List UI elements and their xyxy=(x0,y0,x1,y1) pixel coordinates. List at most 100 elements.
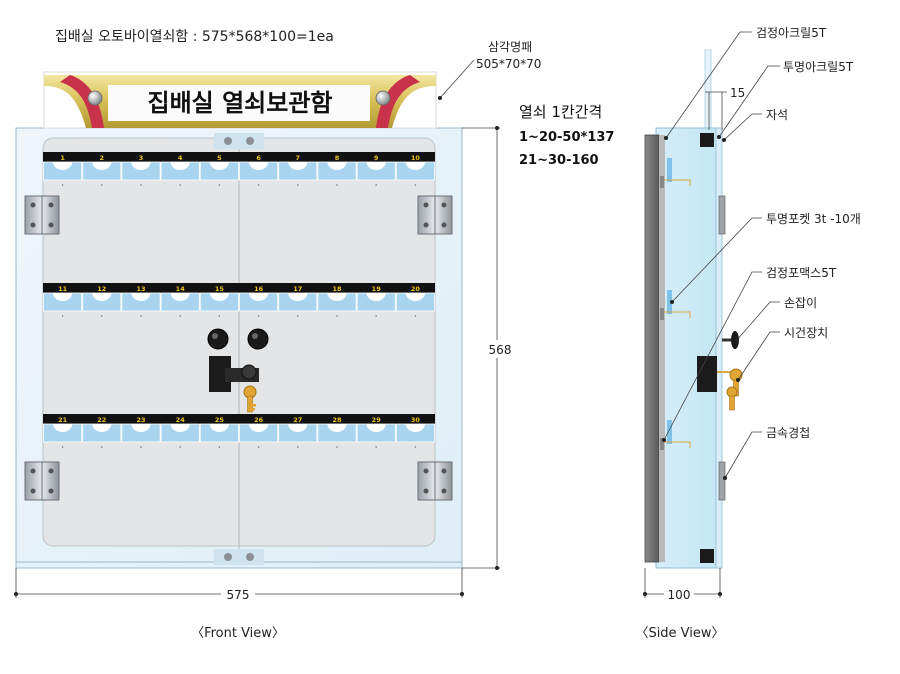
row-number-strip xyxy=(43,414,435,424)
door-handles xyxy=(207,328,269,350)
key-pocket: 11 xyxy=(43,285,83,317)
pocket-number: 10 xyxy=(411,154,421,162)
pocket-number: 21 xyxy=(58,416,68,424)
drawing-title: 집배실 오토바이열쇠함 : 575*568*100=1ea xyxy=(55,29,334,45)
key-pocket: 25 xyxy=(199,416,239,448)
gap-dimension: 15 xyxy=(705,86,745,130)
key-pocket: 5 xyxy=(199,154,239,186)
lock-cylinder-icon xyxy=(241,364,257,380)
hinge-right-top xyxy=(417,195,453,235)
pocket-number: 25 xyxy=(215,416,225,424)
key-pocket: 24 xyxy=(160,416,200,448)
nameplate-text-panel xyxy=(108,85,370,121)
pocket-number: 12 xyxy=(97,285,106,293)
pocket-number: 30 xyxy=(411,416,421,424)
key-pocket: 17 xyxy=(278,285,318,317)
width-dimension: 575 xyxy=(14,568,464,602)
pocket-number: 2 xyxy=(100,154,105,162)
label-hinge: 금속경첩 xyxy=(766,426,810,440)
pocket-number: 9 xyxy=(374,154,379,162)
key-spacing-line1: 1~20-50*137 xyxy=(519,130,614,145)
key-spacing-notes: 열쇠 1칸간격 1~20-50*137 21~30-160 xyxy=(519,103,614,168)
key-pocket: 21 xyxy=(43,416,83,448)
key-pocket: 30 xyxy=(395,416,435,448)
key-pocket: 15 xyxy=(199,285,239,317)
pocket-number: 19 xyxy=(372,285,382,293)
hinges xyxy=(24,195,453,501)
nameplate-ribbon-left xyxy=(60,75,104,128)
side-top-black-block xyxy=(700,133,714,147)
width-dimension-label: 575 xyxy=(227,588,250,602)
nameplate: 집배실 열쇠보관함 xyxy=(43,71,437,129)
pocket-number: 29 xyxy=(372,416,382,424)
pocket-number: 4 xyxy=(178,154,183,162)
side-back-panel-light xyxy=(659,135,665,562)
top-screw-pair xyxy=(214,133,264,149)
side-glass-body xyxy=(655,127,721,569)
key-pocket: 28 xyxy=(317,416,357,448)
pocket-number: 18 xyxy=(332,285,342,293)
pocket-number: 3 xyxy=(139,154,144,162)
key-pocket: 4 xyxy=(160,154,200,186)
side-pockets xyxy=(660,158,691,450)
row-number-strip xyxy=(43,152,435,162)
hinge-left-top xyxy=(24,195,60,235)
row-number-strip xyxy=(43,283,435,293)
pocket-number: 11 xyxy=(58,285,68,293)
depth-dimension-label: 100 xyxy=(668,588,691,602)
key-pocket: 18 xyxy=(317,285,357,317)
side-back-panel xyxy=(644,134,660,563)
side-hinge-top xyxy=(718,195,726,235)
nameplate-callout: 삼각명패 505*70*70 xyxy=(438,40,541,100)
top-screw-right-icon xyxy=(246,137,254,145)
key-pocket: 20 xyxy=(395,285,435,317)
height-dimension: 568 xyxy=(462,126,512,570)
key-pocket: 7 xyxy=(278,154,318,186)
top-screw-plate xyxy=(214,133,264,149)
label-black-acrylic: 검정아크릴5T xyxy=(756,26,827,40)
pocket-number: 20 xyxy=(411,285,421,293)
side-lock-block xyxy=(697,356,717,392)
key-pocket: 10 xyxy=(395,154,435,186)
nameplate-size: 505*70*70 xyxy=(476,57,541,71)
key-pocket: 6 xyxy=(239,154,279,186)
pocket-number: 7 xyxy=(296,154,301,162)
side-bottom-black-block xyxy=(700,549,714,563)
pocket-number: 13 xyxy=(136,285,145,293)
pocket-number: 24 xyxy=(176,416,186,424)
pocket-number: 26 xyxy=(254,416,264,424)
top-screw-left-icon xyxy=(224,137,232,145)
label-handle: 손잡이 xyxy=(784,296,817,310)
bottom-screw-pair xyxy=(214,549,264,565)
label-lock: 시건장치 xyxy=(784,326,828,340)
key-pocket: 19 xyxy=(356,285,396,317)
key-pocket: 14 xyxy=(160,285,200,317)
gap-dimension-label: 15 xyxy=(730,86,745,100)
key-pocket: 22 xyxy=(82,416,122,448)
label-black-pomax: 검정포맥스5T xyxy=(766,266,837,280)
side-key-icon xyxy=(726,368,743,411)
side-top-clear-extension xyxy=(704,49,712,129)
side-view-caption: 〈Side View〉 xyxy=(635,626,724,641)
depth-dimension: 100 xyxy=(643,568,722,602)
key-spacing-line2: 21~30-160 xyxy=(519,153,599,168)
side-view: 15 100 검정아크릴5T xyxy=(635,26,860,641)
lock-assembly xyxy=(209,356,259,413)
key-pocket: 23 xyxy=(121,416,161,448)
pocket-number: 15 xyxy=(215,285,225,293)
label-magnet: 자석 xyxy=(766,108,788,122)
bottom-screw-plate xyxy=(214,549,264,565)
side-leader-lines xyxy=(663,31,780,479)
bottom-screw-left-icon xyxy=(224,553,232,561)
front-view: 집배실 열쇠보관함 xyxy=(14,71,512,641)
nameplate-ribbon-right xyxy=(376,75,420,128)
pocket-number: 27 xyxy=(293,416,302,424)
nameplate-screw-left-icon xyxy=(87,90,103,106)
key-pocket: 1 xyxy=(43,154,83,186)
key-pocket: 2 xyxy=(82,154,122,186)
nameplate-label: 삼각명패 xyxy=(488,40,532,54)
